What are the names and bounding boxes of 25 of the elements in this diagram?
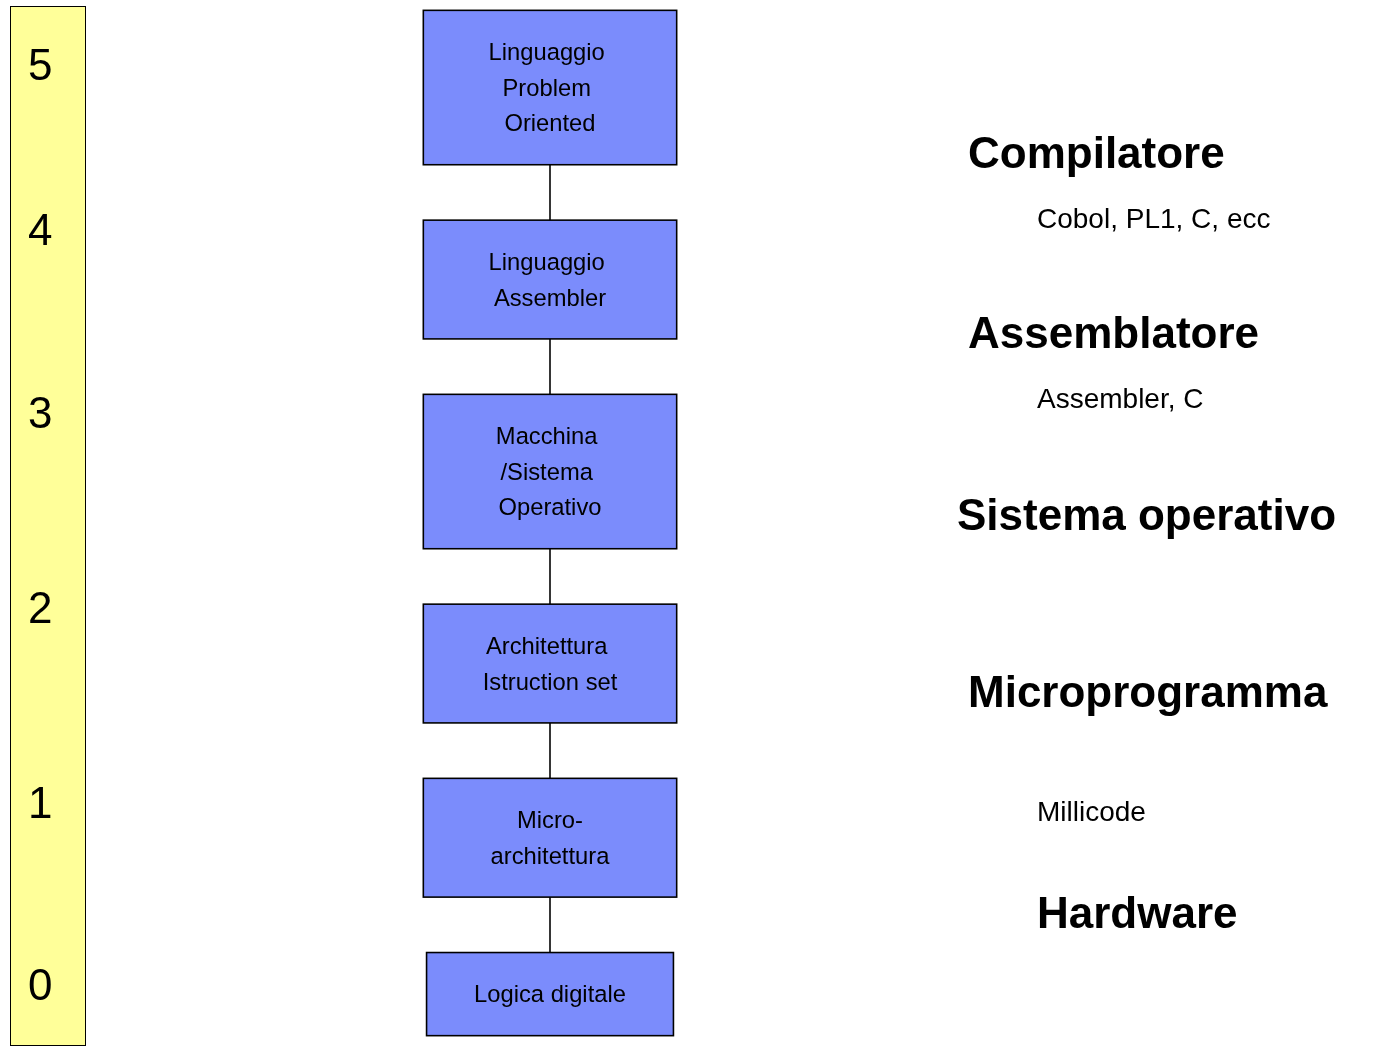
level-number: 4 [28,205,53,255]
layer-heading: Microprogramma [968,667,1328,717]
node-box: Logica digitale [425,951,675,1037]
level-number: 3 [28,388,53,438]
layer-heading: Hardware [1037,888,1238,938]
level-number: 5 [28,40,53,90]
connector [549,896,551,954]
node-box: Macchina /Sistema Operativo [422,393,678,550]
node-box: Architettura Istruction set [422,603,678,724]
connector [549,722,551,780]
layer-heading: Compilatore [968,128,1225,178]
layer-note: Assembler, C [1037,383,1204,415]
connector [549,163,551,221]
layer-note: Millicode [1037,796,1146,828]
layer-heading: Sistema operativo [957,490,1337,540]
layer-note: Cobol, PL1, C, ecc [1037,203,1271,235]
level-number: 1 [28,778,53,828]
connector [549,338,551,396]
level-number: 2 [28,583,53,633]
node-box: Micro-architettura [422,777,678,898]
level-number: 0 [28,960,53,1010]
layer-heading: Assemblatore [968,308,1259,358]
connector [549,547,551,605]
node-box: Linguaggio Problem Oriented [422,9,678,166]
node-box: Linguaggio Assembler [422,219,678,340]
